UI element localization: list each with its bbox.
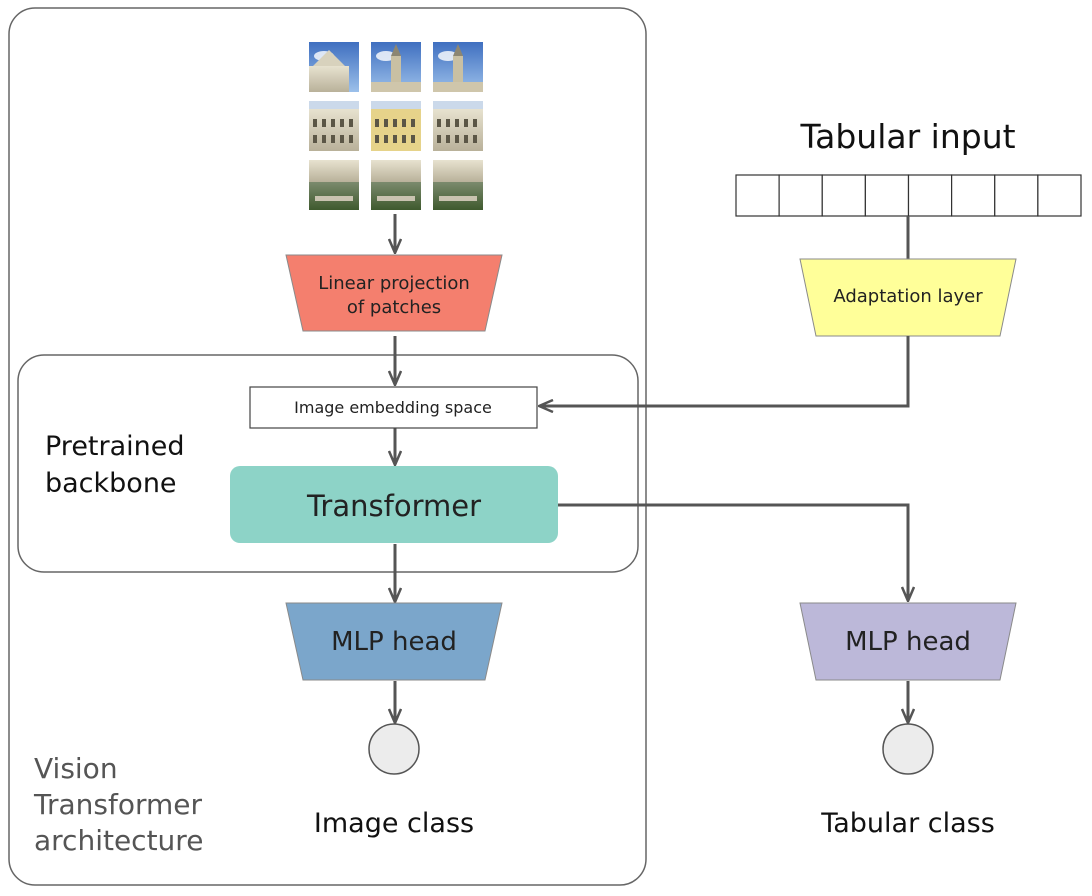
image-class-label: Image class: [314, 808, 474, 839]
adaptation-layer-label: Adaptation layer: [833, 286, 983, 307]
pretrained-backbone-frame: [17, 354, 639, 573]
image-embedding-box: [249, 386, 538, 429]
image-patch-icon: [371, 160, 421, 210]
linear-projection-label: of patches: [347, 297, 441, 318]
tabular-input-cell: [735, 174, 780, 217]
linear-projection-block: [285, 254, 503, 332]
adaptation-layer-block: [799, 258, 1017, 337]
mlp-head-tabular-block: [799, 602, 1017, 681]
backbone-caption: backbone: [45, 468, 177, 499]
tabular-input-vector: [735, 174, 1082, 217]
vit-caption: architecture: [34, 824, 203, 857]
tabular-input-cell: [778, 174, 823, 217]
backbone-caption: Pretrained: [45, 431, 185, 462]
vit-caption: Vision: [34, 752, 118, 785]
mlp-head-image-label: MLP head: [331, 627, 457, 657]
linear-projection-label: Linear projection: [318, 273, 470, 294]
image-patch-icon: [309, 101, 359, 151]
tabular-input-title: Tabular input: [799, 117, 1015, 156]
image-embedding-label: Image embedding space: [294, 398, 492, 417]
image-patch-icon: [433, 101, 483, 151]
vit-architecture-frame: [8, 7, 647, 886]
tabular-input-cell: [994, 174, 1039, 217]
arrow-down-icon: [558, 503, 908, 600]
mlp-head-image-block: [285, 602, 503, 681]
image-patch-icon: [371, 42, 421, 92]
class-node-icon: [368, 723, 420, 775]
tabular-input-cell: [864, 174, 910, 217]
tabular-input-cell: [821, 174, 866, 217]
class-node-icon: [882, 723, 934, 775]
image-patch-icon: [309, 42, 359, 92]
image-patch-icon: [433, 42, 483, 92]
tabular-class-label: Tabular class: [820, 808, 995, 839]
arrow-left-icon: [540, 336, 910, 406]
image-patch-icon: [433, 160, 483, 210]
vit-caption: Transformer: [33, 788, 203, 821]
image-patch-icon: [309, 160, 359, 210]
tabular-input-cell: [951, 174, 996, 217]
tabular-input-cell: [1037, 174, 1082, 217]
transformer-label: Transformer: [306, 489, 481, 523]
transformer-block: [230, 466, 558, 543]
image-patch-icon: [371, 101, 421, 151]
tabular-input-cell: [907, 174, 953, 217]
mlp-head-tabular-label: MLP head: [845, 627, 971, 657]
image-patch-grid: [309, 42, 483, 210]
